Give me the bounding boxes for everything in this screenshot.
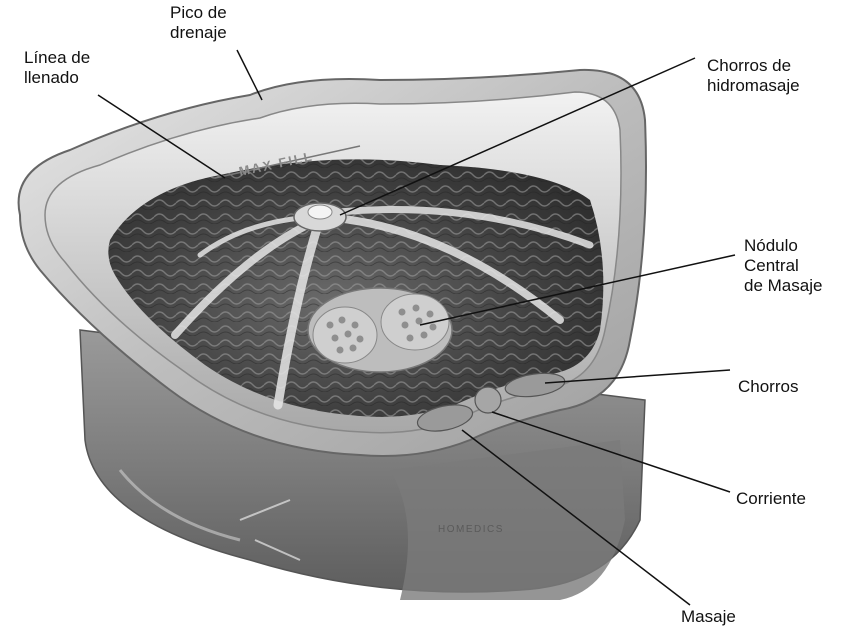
power-button <box>475 387 501 413</box>
label-masaje: Masaje <box>681 607 736 627</box>
label-corriente: Corriente <box>736 489 806 509</box>
label-chorros: Chorros <box>738 377 798 397</box>
label-nodulo-central: Nódulo Central de Masaje <box>744 236 822 296</box>
brand-text: HOMEDICS <box>438 524 504 535</box>
label-linea-llenado: Línea de llenado <box>24 48 90 88</box>
massage-nodule <box>308 288 452 372</box>
label-chorros-hidromasaje: Chorros de hidromasaje <box>707 56 800 96</box>
leader-pico <box>237 50 262 100</box>
label-pico-drenaje: Pico de drenaje <box>170 3 227 43</box>
